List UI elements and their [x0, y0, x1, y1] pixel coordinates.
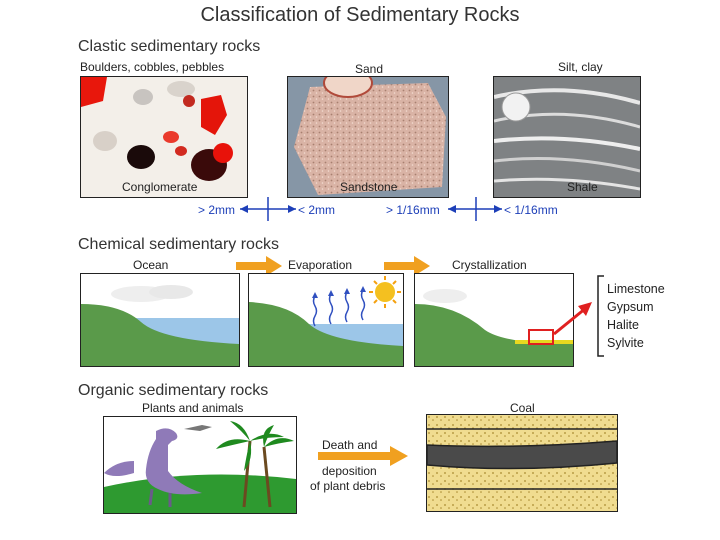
coal-panel [426, 414, 618, 512]
clastic-col2-header: Sand [355, 62, 383, 76]
organic-source-label: Plants and animals [142, 401, 243, 415]
conglomerate-label: Conglomerate [122, 180, 197, 194]
sandstone-drawing [288, 77, 448, 197]
chemical-heading: Chemical sedimentary rocks [78, 236, 279, 254]
organic-process-line2: deposition [322, 464, 377, 478]
product-halite: Halite [607, 316, 665, 334]
page-title: Classification of Sedimentary Rocks [0, 4, 720, 27]
ocean-panel [80, 273, 240, 367]
organic-heading: Organic sedimentary rocks [78, 382, 268, 400]
size-label-lt16mm: < 1/16mm [504, 203, 558, 217]
clastic-col3-header: Silt, clay [558, 60, 603, 74]
clastic-heading: Clastic sedimentary rocks [78, 38, 260, 56]
shale-label: Shale [567, 180, 598, 194]
evaporation-drawing [249, 274, 403, 366]
size-scale-arrows [236, 194, 506, 224]
stage-evaporation-label: Evaporation [288, 258, 352, 272]
coal-drawing [427, 415, 617, 511]
product-gypsum: Gypsum [607, 298, 665, 316]
plants-animals-drawing [104, 417, 296, 513]
ocean-drawing [81, 274, 239, 366]
product-sylvite: Sylvite [607, 334, 665, 352]
conglomerate-drawing [81, 77, 247, 197]
arrow-organic-process [318, 446, 410, 466]
plants-animals-panel [103, 416, 297, 514]
product-pointer [548, 272, 608, 362]
stage-ocean-label: Ocean [133, 258, 168, 272]
shale-drawing [494, 77, 640, 197]
clastic-col1-header: Boulders, cobbles, pebbles [80, 60, 224, 74]
chemical-products-list: Limestone Gypsum Halite Sylvite [607, 280, 665, 352]
stage-crystallization-label: Crystallization [452, 258, 527, 272]
evaporation-panel [248, 273, 404, 367]
product-limestone: Limestone [607, 280, 665, 298]
sandstone-label: Sandstone [340, 180, 397, 194]
size-label-gt2mm: > 2mm [198, 203, 235, 217]
organic-process-line3: of plant debris [310, 479, 385, 493]
coal-label: Coal [510, 401, 535, 415]
